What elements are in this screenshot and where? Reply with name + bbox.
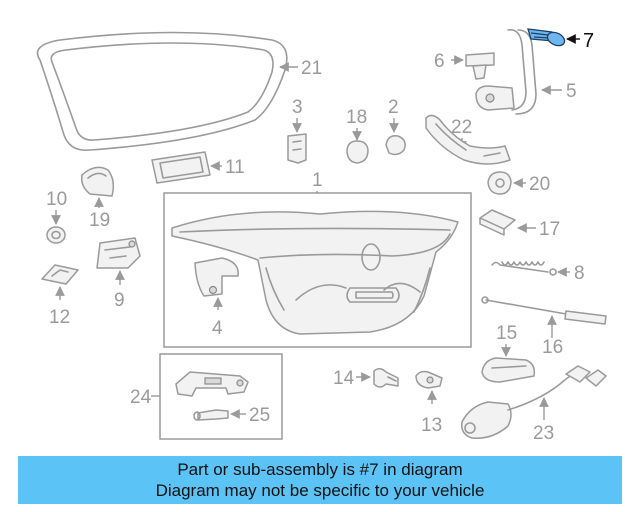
callout-15: 15 [496, 323, 517, 344]
callout-7: 7 [583, 30, 594, 52]
part-11-emblem: 11 [151, 151, 245, 184]
part-25-bulb: 25 [193, 405, 270, 426]
info-banner: Part or sub-assembly is #7 in diagram Di… [18, 456, 622, 504]
banner-line-part: Part or sub-assembly is #7 in diagram [177, 460, 463, 479]
callout-13: 13 [421, 415, 442, 436]
callout-18: 18 [346, 107, 367, 128]
exploded-parts-diagram: 21 11 19 10 12 9 3 [36, 28, 607, 444]
callout-14: 14 [333, 368, 355, 389]
callout-12: 12 [49, 307, 70, 328]
part-3-clip: 3 [287, 97, 307, 164]
part-18-bumper: 18 [346, 107, 369, 164]
callout-19: 19 [89, 210, 110, 231]
part-20-grommet: 20 [487, 171, 550, 195]
part-6-pin: 6 [434, 51, 495, 80]
callout-6: 6 [434, 51, 445, 72]
callout-11: 11 [225, 157, 245, 178]
part-14-bolt: 14 [333, 368, 399, 389]
part-5-hinge: 5 [475, 28, 577, 115]
callout-4: 4 [212, 318, 223, 339]
callout-2: 2 [388, 97, 399, 118]
callout-10: 10 [46, 189, 67, 210]
callout-23: 23 [533, 423, 554, 444]
banner-line-disclaimer: Diagram may not be specific to your vehi… [155, 481, 485, 500]
part-22-hinge-arm: 22 [425, 114, 511, 165]
callout-5: 5 [566, 81, 577, 102]
part-23-latch-actuator: 23 [460, 365, 607, 444]
part-7-bolt: 7 [527, 28, 594, 52]
part-1-trunk-lid: 1 [163, 170, 472, 348]
callout-3: 3 [292, 97, 303, 118]
callout-25: 25 [249, 405, 270, 426]
part-4-bracket: 4 [194, 257, 239, 339]
part-17-pad: 17 [479, 209, 560, 240]
callout-8: 8 [574, 263, 585, 284]
callout-1: 1 [312, 170, 323, 191]
part-24-lamp-assembly: 24 [130, 353, 283, 440]
part-12-bracket: 12 [41, 264, 79, 328]
part-21-weatherstrip: 21 [36, 31, 322, 152]
callout-20: 20 [529, 174, 550, 195]
callout-21: 21 [301, 58, 322, 79]
part-16-strut: 16 [481, 296, 607, 358]
part-13-clip: 13 [415, 370, 443, 436]
part-9-latch: 9 [96, 237, 141, 311]
callout-24: 24 [130, 387, 152, 408]
callout-22: 22 [451, 117, 472, 138]
callout-17: 17 [539, 219, 560, 240]
part-19-cover: 19 [80, 166, 115, 231]
part-15-license-lamp: 15 [481, 323, 536, 383]
part-8-spring: 8 [491, 261, 585, 284]
callout-9: 9 [114, 290, 125, 311]
part-10-grommet: 10 [46, 189, 67, 244]
callout-16: 16 [542, 337, 563, 358]
part-2-stopper: 2 [385, 97, 406, 156]
